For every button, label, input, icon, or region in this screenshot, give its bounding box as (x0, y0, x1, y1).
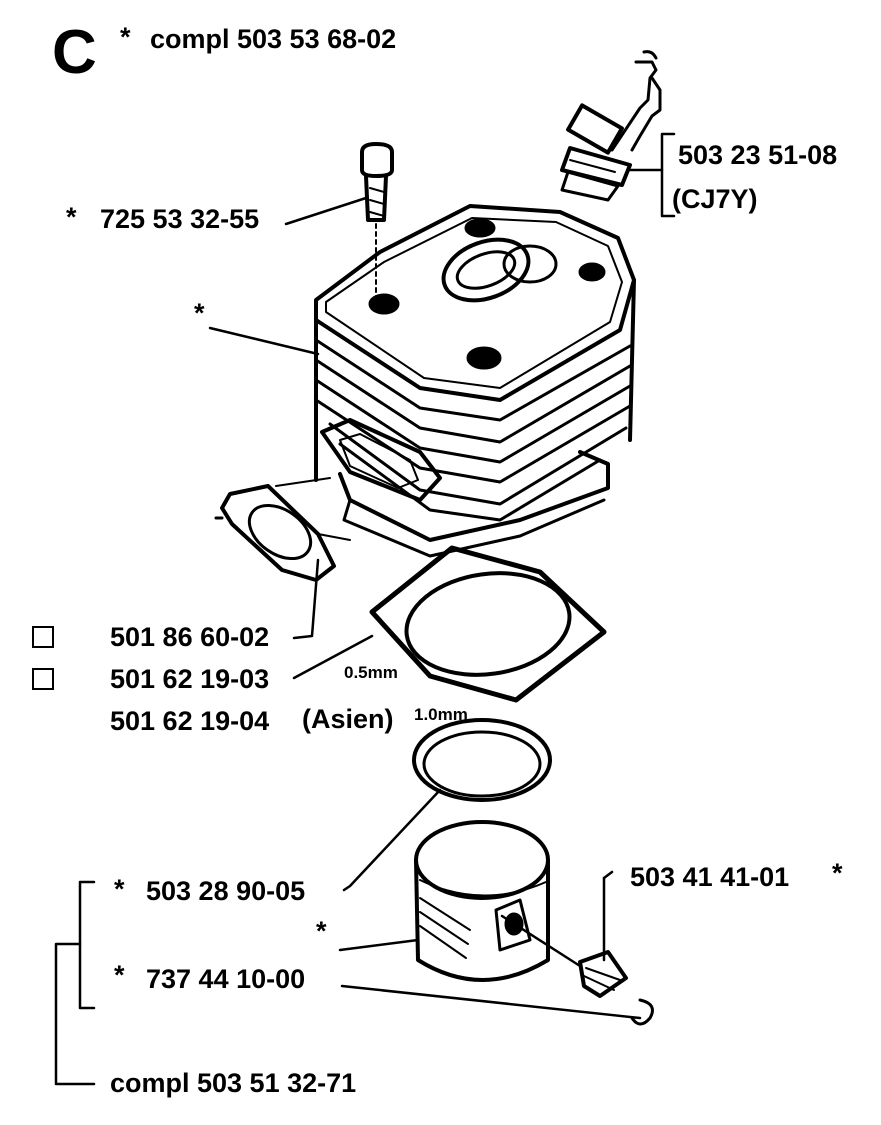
base-gasket-number: 501 62 19-03 (110, 664, 270, 694)
exhaust-gasket-icon (214, 477, 351, 582)
base-gasket-asia-number: 501 62 19-04 (110, 706, 270, 736)
piston-ring-icon (412, 718, 552, 802)
screw-number: 725 53 32-55 (100, 204, 260, 234)
piston-icon (414, 820, 550, 982)
base-gasket-asia-thickness: 1.0mm (414, 705, 468, 724)
screw-icon (360, 142, 394, 301)
brackets (54, 132, 676, 1086)
needle-bearing-star: * (832, 858, 843, 888)
section-letter: C (52, 18, 97, 87)
base-gasket-icon (369, 545, 607, 703)
exhaust-gasket-number: 501 86 60-02 (110, 622, 270, 652)
header-star: * (120, 22, 131, 52)
needle-bearing-number: 503 41 41-01 (630, 862, 790, 892)
leader-lines (208, 196, 642, 1020)
spark-plug-icon (560, 50, 662, 202)
base-gasket-thickness: 0.5mm (344, 663, 398, 682)
cylinder-icon (314, 204, 636, 558)
spark-plug-type: (CJ7Y) (672, 184, 758, 214)
base-gasket-asia-region: (Asien) (302, 704, 394, 734)
piston-pin-number: 737 44 10-00 (146, 964, 306, 994)
piston-ring-number: 503 28 90-05 (146, 876, 306, 906)
piston-ring-star: * (114, 874, 125, 904)
spark-plug-number: 503 23 51-08 (678, 140, 838, 170)
screw-star: * (66, 202, 77, 232)
piston-pin-star: * (114, 960, 125, 990)
base-gasket-checkbox (32, 668, 54, 690)
kit-label: compl 503 53 68-02 (150, 24, 397, 54)
piston-kit-label: compl 503 51 32-71 (110, 1068, 357, 1098)
piston-star: * (316, 916, 327, 946)
circlip-icon (630, 998, 654, 1026)
cylinder-star: * (194, 298, 205, 328)
exhaust-gasket-checkbox (32, 626, 54, 648)
